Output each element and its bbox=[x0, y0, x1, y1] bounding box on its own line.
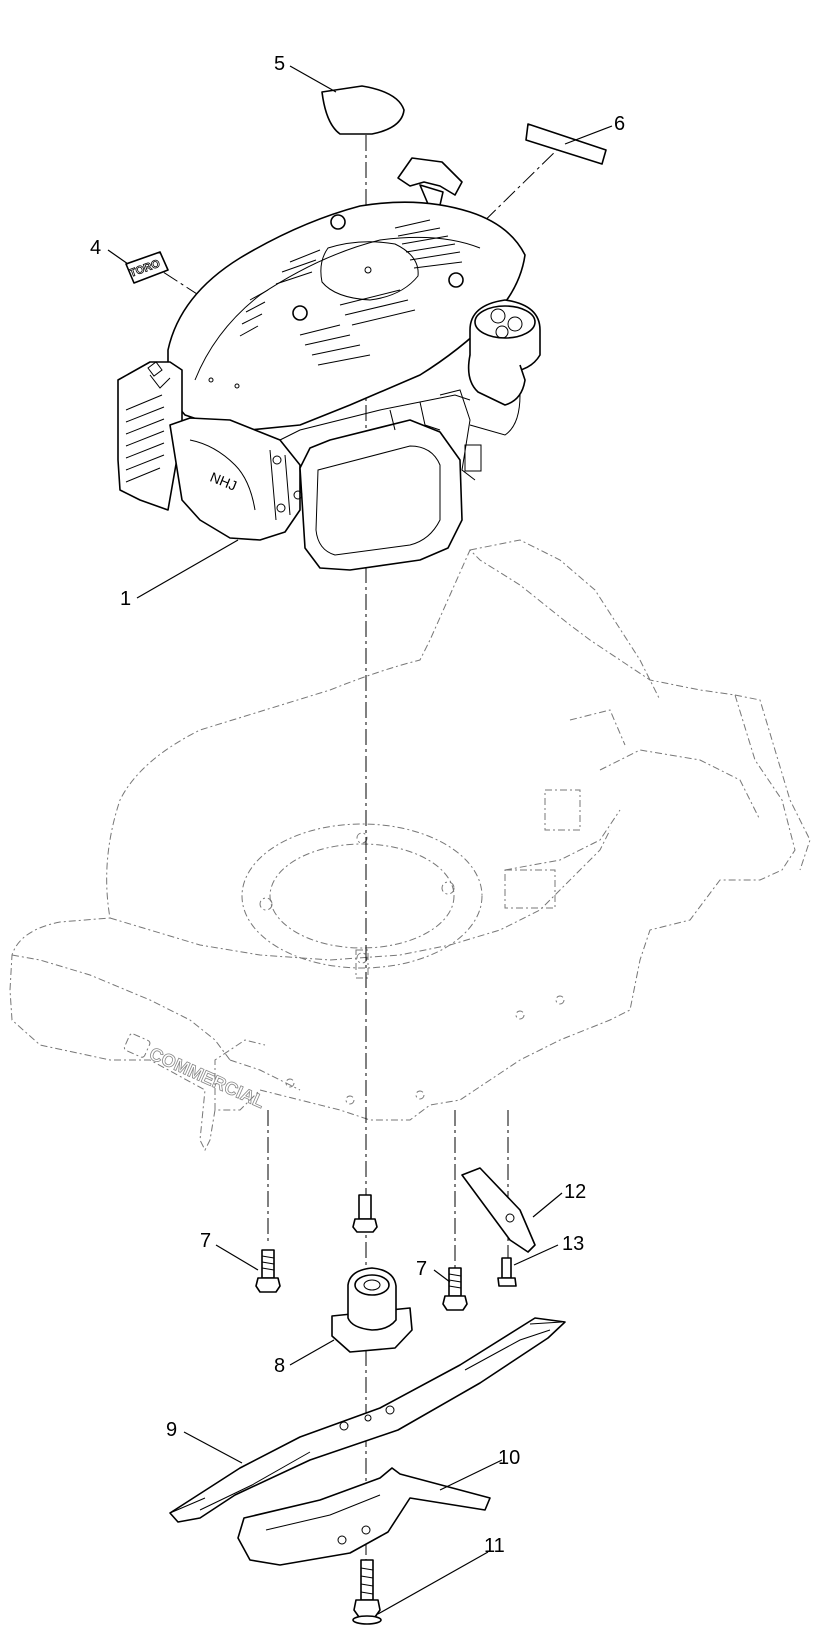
leader-lines bbox=[107, 65, 613, 1615]
blade-stiffener bbox=[237, 1467, 491, 1566]
blade-adapter bbox=[331, 1267, 413, 1353]
callout-5: 5 bbox=[274, 53, 285, 75]
callout-7-right: 7 bbox=[416, 1258, 427, 1280]
toro-decal: TORO bbox=[125, 251, 169, 284]
callout-8: 8 bbox=[274, 1355, 285, 1377]
mower-deck-phantom: COMMERCIAL bbox=[9, 539, 811, 1152]
mower-blade bbox=[169, 1317, 566, 1523]
deck-brand-text: COMMERCIAL bbox=[146, 1043, 267, 1112]
callout-4: 4 bbox=[90, 237, 101, 259]
callout-13: 13 bbox=[562, 1233, 584, 1255]
callout-9: 9 bbox=[166, 1419, 177, 1441]
callout-6: 6 bbox=[614, 113, 625, 135]
blade-bolt bbox=[352, 1559, 382, 1625]
callout-10: 10 bbox=[498, 1447, 520, 1469]
center-stud bbox=[352, 1194, 378, 1233]
mulch-deflector bbox=[461, 1167, 536, 1253]
callout-1: 1 bbox=[120, 588, 131, 610]
small-screw bbox=[497, 1257, 517, 1287]
top-decal-pad bbox=[321, 85, 405, 135]
callout-labels: 5 6 4 1 7 7 12 13 8 9 10 11 bbox=[90, 53, 625, 1557]
callout-12: 12 bbox=[564, 1181, 586, 1203]
shroud-vent-slots bbox=[239, 219, 463, 366]
deck-bolt-left bbox=[255, 1249, 281, 1293]
callout-11: 11 bbox=[484, 1535, 505, 1557]
callout-7-left: 7 bbox=[200, 1230, 211, 1252]
engine-assembly: NHJ bbox=[117, 157, 541, 571]
deck-bolt-right bbox=[442, 1267, 468, 1311]
